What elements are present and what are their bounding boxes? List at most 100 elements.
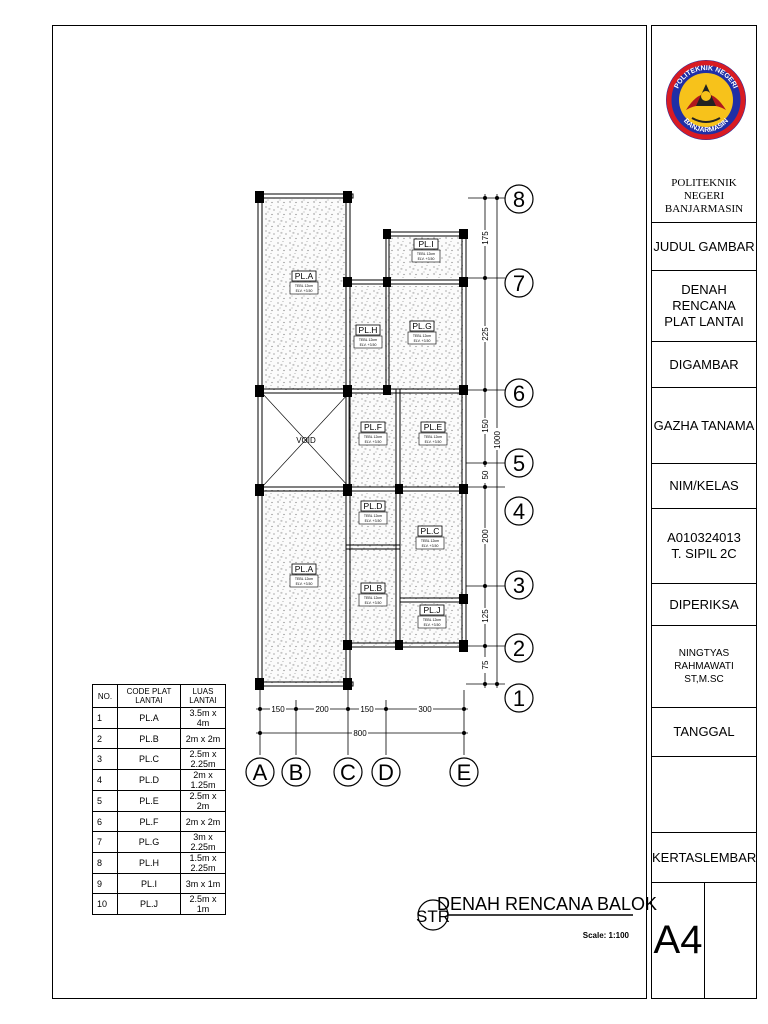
dimension-total-x: 800 [353,729,367,738]
dim-label-bg [480,528,490,544]
slab-code-label: PL.A [295,564,314,574]
nim-label-cell: NIM/KELAS [652,464,756,509]
grid-axis-label: 2 [513,636,525,661]
legend-cell-code: PL.F [117,811,181,832]
slab-code-label: PL.A [295,271,314,281]
institution-cell: POLITEKNIK NEGERI BANJARMASIN [652,26,756,223]
legend-cell-area: 3.5m x 4m [180,707,226,729]
grid-bubble-x: C [333,757,363,787]
drawing-sheet-frame [52,25,647,999]
slab-thickness: TEBL 12cm [364,514,382,518]
slab-code-label: PL.D [364,501,383,511]
judul-value-cell: DENAH RENCANA PLAT LANTAI [652,271,756,342]
grid-axis-label: 4 [513,499,525,524]
grid-bubble-y: 1 [504,683,534,713]
dim-label-bg [493,428,502,450]
legend-cell-area: 3m x 2.25m [180,831,226,853]
slab-thickness: TEBL 12cm [295,577,313,581]
slab-code-label: PL.B [364,583,383,593]
digambar-label: DIGAMBAR [669,356,739,372]
legend-cell-no: 6 [92,811,118,832]
legend-cell-area: 2m x 2m [180,728,226,749]
slab-thickness: TEBL 12cm [364,435,382,439]
dimension-label-y: 225 [481,327,490,341]
dimension-label-x: 150 [271,705,285,714]
legend-header-no: NO. [92,684,118,708]
slab-thickness: TEBL 12cm [364,596,382,600]
legend-header-area: LUAS LANTAI [180,684,226,708]
legend-cell-no: 3 [92,748,118,770]
slab-code-label: PL.G [412,321,431,331]
grid-bubble-y: 6 [504,378,534,408]
paper-size: A4 [653,918,703,962]
dim-label-bg [480,326,490,342]
dim-ticks-y [483,196,499,686]
diperiksa-value-cell: NINGTYAS RAHMAWATI ST,M.SC [652,626,756,708]
dimension-label-y: 50 [481,470,490,479]
dimension-label-x: 200 [315,705,329,714]
legend-header-code: CODE PLAT LANTAI [117,684,181,708]
slab-thickness: TEBL 12cm [413,334,431,338]
dimension-label-y: 175 [481,231,490,245]
kertas-label: KERTAS [652,849,703,865]
nim-value-cell: A010324013 T. SIPIL 2C [652,509,756,584]
nim-value: A010324013 T. SIPIL 2C [667,530,741,561]
void-label: VOID [296,436,316,445]
grid-bubble-y: 3 [504,570,534,600]
grid-bubble-y: 5 [504,448,534,478]
legend-cell-no: 5 [92,790,118,812]
drawing-code: STR [416,907,450,926]
legend-cell-no: 1 [92,707,118,729]
legend-cell-no: 9 [92,873,118,894]
slab-code-label: PL.J [423,605,440,615]
grid-bubble-x: D [371,757,401,787]
legend-cell-area: 2.5m x 1m [180,893,226,915]
dimension-label-y: 75 [481,660,490,669]
kertas-lembar-cell: KERTAS LEMBAR [652,833,756,883]
legend-header-row: NO. CODE PLAT LANTAI LUAS LANTAI [92,684,226,708]
grid-axis-label: A [253,760,268,785]
legend-cell-area: 2.5m x 2.25m [180,748,226,770]
diperiksa-label: DIPERIKSA [669,596,739,612]
dim-label-bg [359,704,375,712]
dimension-label-x: 150 [360,705,374,714]
slab-elevation: ELV. +3.50 [422,544,439,548]
tanggal-value-cell [652,757,756,833]
slab-elevation: ELV. +3.50 [418,257,435,261]
grid-axis-label: E [457,760,472,785]
dimension-label-y: 150 [481,419,490,433]
grid-bubble-y: 2 [504,633,534,663]
slab-code-label: PL.F [364,422,382,432]
nim-label: NIM/KELAS [669,478,739,493]
legend-cell-area: 3m x 1m [180,873,226,894]
slab-elevation: ELV. +3.50 [360,343,377,347]
slab-elevation: ELV. +3.50 [296,289,313,293]
digambar-value-cell: GAZHA TANAMA [652,388,756,464]
grid-axis-label: 6 [513,381,525,406]
grid-bubble-y: 8 [504,184,534,214]
drawing-title-block: STR DENAH RENCANA BALOK Scale: 1:100 [416,894,657,940]
lembar-label: LEMBAR [702,849,757,865]
grid-bubble-x: E [449,757,479,787]
dim-label-bg [314,704,330,712]
dimension-label-x: 300 [418,705,432,714]
slab-code-label: PL.I [418,239,433,249]
legend-cell-code: PL.H [117,852,181,874]
